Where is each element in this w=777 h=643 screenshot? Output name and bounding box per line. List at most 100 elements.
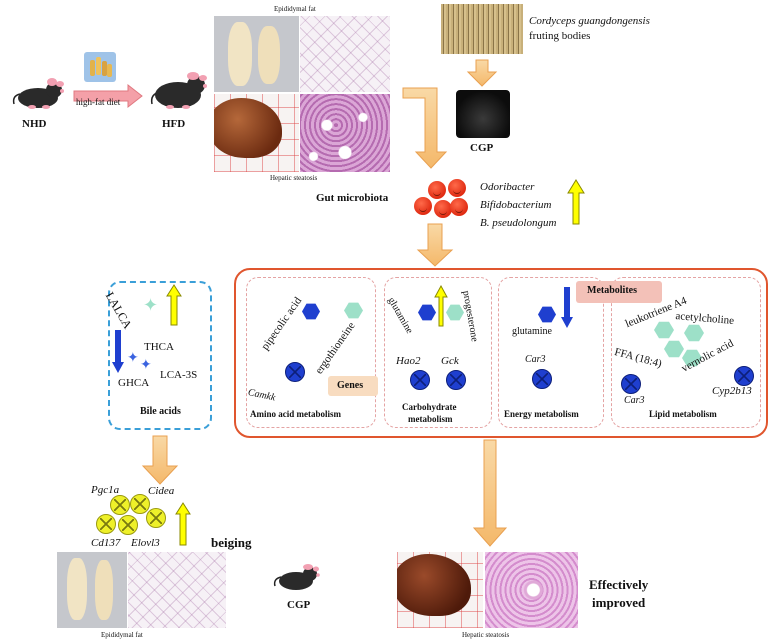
- diet-arrow: [73, 83, 143, 109]
- nhd-label: NHD: [22, 118, 47, 130]
- bile-acids-title: Bile acids: [140, 406, 181, 417]
- adipose-histology: [128, 552, 226, 628]
- hepatic-steatosis-label: Hepatic steatosis: [270, 174, 318, 182]
- thca-label: THCA: [144, 341, 174, 353]
- star-bile-acid-icon: ✦: [140, 358, 152, 373]
- gene-circle-icon: [96, 514, 116, 534]
- hfd-label: HFD: [162, 118, 186, 130]
- pgc1a-label: Pgc1a: [91, 484, 120, 496]
- amino-acid-title: Amino acid metabolism: [250, 409, 341, 419]
- bacteria-icon: [428, 181, 446, 199]
- car3-energy-label: Car3: [525, 354, 546, 365]
- bile-to-beiging-arrow: [141, 435, 179, 485]
- star-bile-acid-icon: ✦: [143, 295, 159, 315]
- cgp-top-label: CGP: [470, 142, 494, 154]
- epididymal-fat-photo: [214, 16, 299, 92]
- beiging-label: beiging: [211, 535, 252, 550]
- car3-lipid-label: Car3: [624, 395, 645, 406]
- gut-to-box-arrow: [416, 223, 454, 267]
- cgp-powder-photo: [456, 90, 510, 138]
- epididymal-fat-bottom-label: Epididymal fat: [101, 631, 143, 639]
- up-arrow-icon: [175, 502, 191, 546]
- mouse-icon: [272, 562, 320, 592]
- hexagon-metabolite-icon: [684, 324, 704, 342]
- food-icon: [84, 52, 116, 82]
- bacteria-icon: [450, 198, 468, 216]
- hfd-to-gut-arrow: [402, 87, 448, 169]
- box-to-improved-arrow: [472, 439, 508, 547]
- liver-photo: [214, 94, 299, 172]
- adipose-histology: [300, 16, 390, 92]
- energy-title: Energy metabolism: [504, 409, 579, 419]
- hexagon-metabolite-icon: [418, 304, 436, 321]
- glutamine-energy-label: glutamine: [512, 326, 552, 337]
- genes-label: Genes: [337, 380, 364, 391]
- hexagon-metabolite-icon: [344, 302, 363, 319]
- gene-circle-icon: [118, 515, 138, 535]
- star-bile-acid-icon: ✦: [127, 351, 139, 366]
- improved-label: improved: [592, 595, 646, 610]
- bacteria-3-label: B. pseudolongum: [480, 217, 557, 229]
- up-arrow-icon: [166, 284, 182, 326]
- diet-label: high-fat diet: [76, 97, 121, 107]
- bile-acids-panel: [108, 281, 212, 430]
- mouse-icon: [148, 70, 208, 110]
- hao2-label: Hao2: [396, 355, 421, 367]
- hexagon-metabolite-icon: [664, 340, 684, 358]
- bacteria-2-label: Bifidobacterium: [480, 199, 552, 211]
- effectively-label: Effectively: [589, 577, 649, 592]
- down-arrow-icon: [561, 287, 573, 328]
- cordyceps-to-cgp-arrow: [466, 59, 498, 87]
- hexagon-metabolite-icon: [654, 321, 674, 339]
- species-label: Cordyceps guangdongensis: [529, 15, 650, 27]
- gene-circle-icon: [110, 495, 130, 515]
- carbohydrate-title-2: metabolism: [408, 414, 453, 424]
- gene-circle-icon: [285, 362, 305, 382]
- gene-circle-icon: [146, 508, 166, 528]
- genes-tag: [328, 376, 378, 396]
- hexagon-metabolite-icon: [682, 349, 702, 367]
- hepatic-steatosis-bottom-label: Hepatic steatosis: [462, 631, 510, 639]
- hexagon-metabolite-icon: [302, 303, 320, 320]
- cgp-bottom-label: CGP: [287, 599, 311, 611]
- hexagon-metabolite-icon: [538, 306, 556, 323]
- fruiting-bodies-label: fruting bodies: [529, 30, 591, 42]
- bacteria-icon: [434, 200, 452, 218]
- carbohydrate-subpanel: [384, 277, 492, 428]
- up-arrow-icon: [567, 179, 585, 225]
- liver-photo: [397, 552, 483, 628]
- cd137-label: Cd137: [91, 537, 121, 549]
- ghca-label: GHCA: [118, 377, 150, 389]
- gck-label: Gck: [441, 355, 459, 367]
- up-arrow-icon: [434, 285, 448, 327]
- hexagon-metabolite-icon: [446, 304, 464, 321]
- lca3s-label: LCA-3S: [160, 369, 198, 381]
- gene-circle-icon: [621, 374, 641, 394]
- cordyceps-photo: [441, 4, 523, 54]
- cyp2b13-label: Cyp2b13: [712, 385, 752, 397]
- epididymal-fat-photo: [57, 552, 127, 628]
- lipid-title: Lipid metabolism: [649, 409, 717, 419]
- bacteria-icon: [414, 197, 432, 215]
- epididymal-fat-label: Epididymal fat: [274, 5, 316, 13]
- bacteria-icon: [448, 179, 466, 197]
- metabolites-label: Metabolites: [587, 285, 637, 296]
- cidea-label: Cidea: [148, 485, 175, 497]
- liver-histology: [300, 94, 390, 172]
- gene-circle-icon: [130, 494, 150, 514]
- elovl3-label: Elovl3: [131, 537, 160, 549]
- gene-circle-icon: [734, 366, 754, 386]
- gene-circle-icon: [410, 370, 430, 390]
- lipid-subpanel: [611, 277, 761, 428]
- down-arrow-icon: [112, 330, 124, 373]
- mouse-icon: [10, 76, 64, 110]
- carbohydrate-title-1: Carbohydrate: [402, 402, 457, 412]
- energy-subpanel: [498, 277, 604, 428]
- liver-histology: [485, 552, 578, 628]
- gut-microbiota-label: Gut microbiota: [316, 192, 389, 204]
- amino-acid-subpanel: [246, 277, 376, 428]
- metabolism-panel: [234, 268, 768, 438]
- gene-circle-icon: [532, 369, 552, 389]
